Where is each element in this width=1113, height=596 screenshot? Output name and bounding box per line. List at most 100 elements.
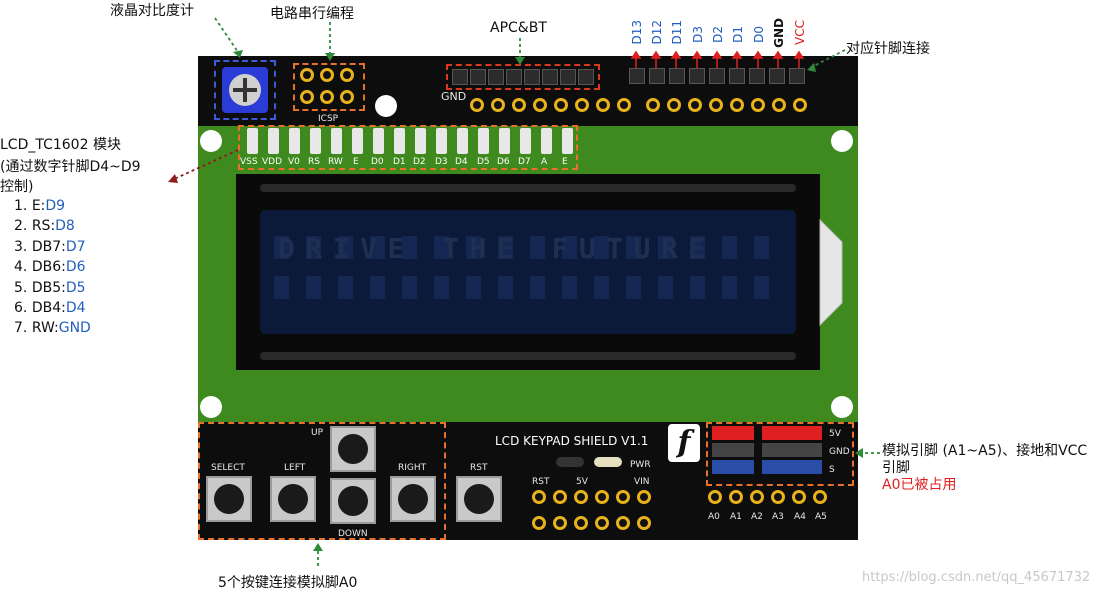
lcd-char-cell — [498, 276, 513, 299]
btn-left-label: LEFT — [284, 463, 306, 473]
analog-row-5v: 5V — [829, 429, 841, 439]
shield-title: LCD KEYPAD SHIELD V1.1 — [495, 434, 649, 448]
watermark: https://blog.csdn.net/qq_45671732 — [862, 570, 1091, 585]
lcd-char-cell — [562, 276, 577, 299]
lcd-pin-label: RS — [308, 157, 320, 167]
btn-up-label: UP — [311, 428, 324, 438]
lcd-pin-item: 7. RW:GND — [14, 320, 91, 337]
select-button[interactable] — [206, 476, 252, 522]
up-button[interactable] — [330, 426, 376, 472]
lcd-pin-item: 6. DB4:D4 — [14, 300, 86, 317]
pwr-label: PWR — [630, 460, 651, 470]
lcd-char-cell — [274, 236, 289, 259]
analog-row-s: S — [829, 465, 835, 475]
apc-bt-box — [446, 64, 600, 90]
lcd-pin-label: D1 — [393, 157, 406, 167]
lcd-char-cell — [626, 276, 641, 299]
left-button[interactable] — [270, 476, 316, 522]
lcd-pin-list: 1. E:D9 2. RS:D8 3. DB7:D7 4. DB6:D6 5. … — [14, 196, 91, 339]
lcd-pin-label: D6 — [497, 157, 510, 167]
lcd-char-cell — [370, 276, 385, 299]
lcd-pin-item: 3. DB7:D7 — [14, 238, 86, 255]
top-pin-arrows — [630, 50, 805, 68]
lcd-pin-item: 4. DB6:D6 — [14, 259, 86, 276]
lcd-char-cell — [434, 236, 449, 259]
board-bottom-right-corner — [836, 486, 858, 540]
lcd-char-cell — [498, 236, 513, 259]
icsp-annotation: 电路串行编程 — [270, 6, 354, 22]
lcd-pin-label: D0 — [371, 157, 384, 167]
lcd-pin-label: A — [541, 157, 548, 167]
lcd-char-cell — [402, 276, 417, 299]
btn-select-label: SELECT — [211, 463, 245, 473]
apc-bt-annotation: APC&BT — [490, 20, 547, 36]
lcd-char-cell — [530, 276, 545, 299]
lcd-pin-label: VSS — [240, 157, 258, 167]
lcd-char-cell — [338, 236, 353, 259]
lcd-char-cell — [434, 276, 449, 299]
lcd-char-cell — [690, 236, 705, 259]
btn-down-label: DOWN — [338, 529, 368, 539]
lcd-char-cell — [754, 236, 769, 259]
mount-hole — [200, 130, 222, 152]
lcd-char-cell — [722, 236, 737, 259]
mount-hole — [200, 396, 222, 418]
analog-header-box — [706, 422, 854, 486]
analog-label: A2 — [751, 512, 763, 522]
lcd-pin-label: D5 — [477, 157, 490, 167]
lcd-char-cell — [402, 236, 417, 259]
lcd-pin-label: D2 — [413, 157, 426, 167]
lcd-char-cell — [658, 276, 673, 299]
lcd-pin-label: V0 — [288, 157, 300, 167]
mount-hole — [831, 130, 853, 152]
lcd-rail-top — [260, 184, 796, 192]
lcd-module-annotation: LCD_TC1602 模块 — [0, 137, 121, 153]
lcd-note-line1: (通过数字针脚D4~D9 — [0, 159, 141, 175]
power-rst-label: RST — [532, 477, 550, 487]
contrast-annotation: 液晶对比度计 — [110, 3, 194, 19]
lcd-pin-label: VDD — [262, 157, 283, 167]
mount-hole — [375, 95, 397, 117]
lcd-char-cell — [274, 276, 289, 299]
analog-label: A4 — [794, 512, 806, 522]
lcd-pin-item: 2. RS:D8 — [14, 218, 75, 235]
icsp-label: ICSP — [318, 114, 339, 124]
icsp-box — [293, 63, 365, 111]
analog-label: A1 — [730, 512, 742, 522]
analog-label: A5 — [815, 512, 827, 522]
lcd-rail-bottom — [260, 352, 796, 360]
contrast-pot-box — [214, 60, 276, 120]
btn-right-label: RIGHT — [398, 463, 427, 473]
lcd-pin-label: RW — [328, 157, 343, 167]
pwr-led — [594, 457, 622, 467]
analog-annotation-line3: A0已被占用 — [882, 477, 957, 493]
lcd-char-cell — [722, 276, 737, 299]
gnd-label: GND — [441, 90, 467, 103]
reset-button[interactable] — [456, 476, 502, 522]
lcd-header-box — [238, 125, 578, 170]
analog-label: A3 — [772, 512, 784, 522]
lcd-screen — [260, 210, 796, 334]
right-button[interactable] — [390, 476, 436, 522]
lcd-char-cell — [754, 276, 769, 299]
lcd-char-cell — [594, 276, 609, 299]
lcd-text: DRIVE THE FUTURE — [278, 232, 716, 265]
analog-annotation-line2: 引脚 — [882, 460, 910, 476]
lcd-pin-item: 1. E:D9 — [14, 198, 66, 214]
lcd-char-cell — [306, 276, 321, 299]
lcd-char-cell — [594, 236, 609, 259]
lcd-char-cell — [466, 276, 481, 299]
lcd-pin-label: E — [562, 157, 568, 167]
lcd-pin-label: D4 — [455, 157, 468, 167]
lcd-char-cell — [466, 236, 481, 259]
lcd-char-cell — [338, 276, 353, 299]
lcd-char-cell — [530, 236, 545, 259]
lcd-char-cell — [370, 236, 385, 259]
down-button[interactable] — [330, 478, 376, 524]
contrast-pot[interactable] — [222, 67, 268, 113]
btn-rst-label: RST — [470, 463, 488, 473]
lcd-char-cell — [626, 236, 641, 259]
analog-label: A0 — [708, 512, 720, 522]
lcd-char-cell — [562, 236, 577, 259]
